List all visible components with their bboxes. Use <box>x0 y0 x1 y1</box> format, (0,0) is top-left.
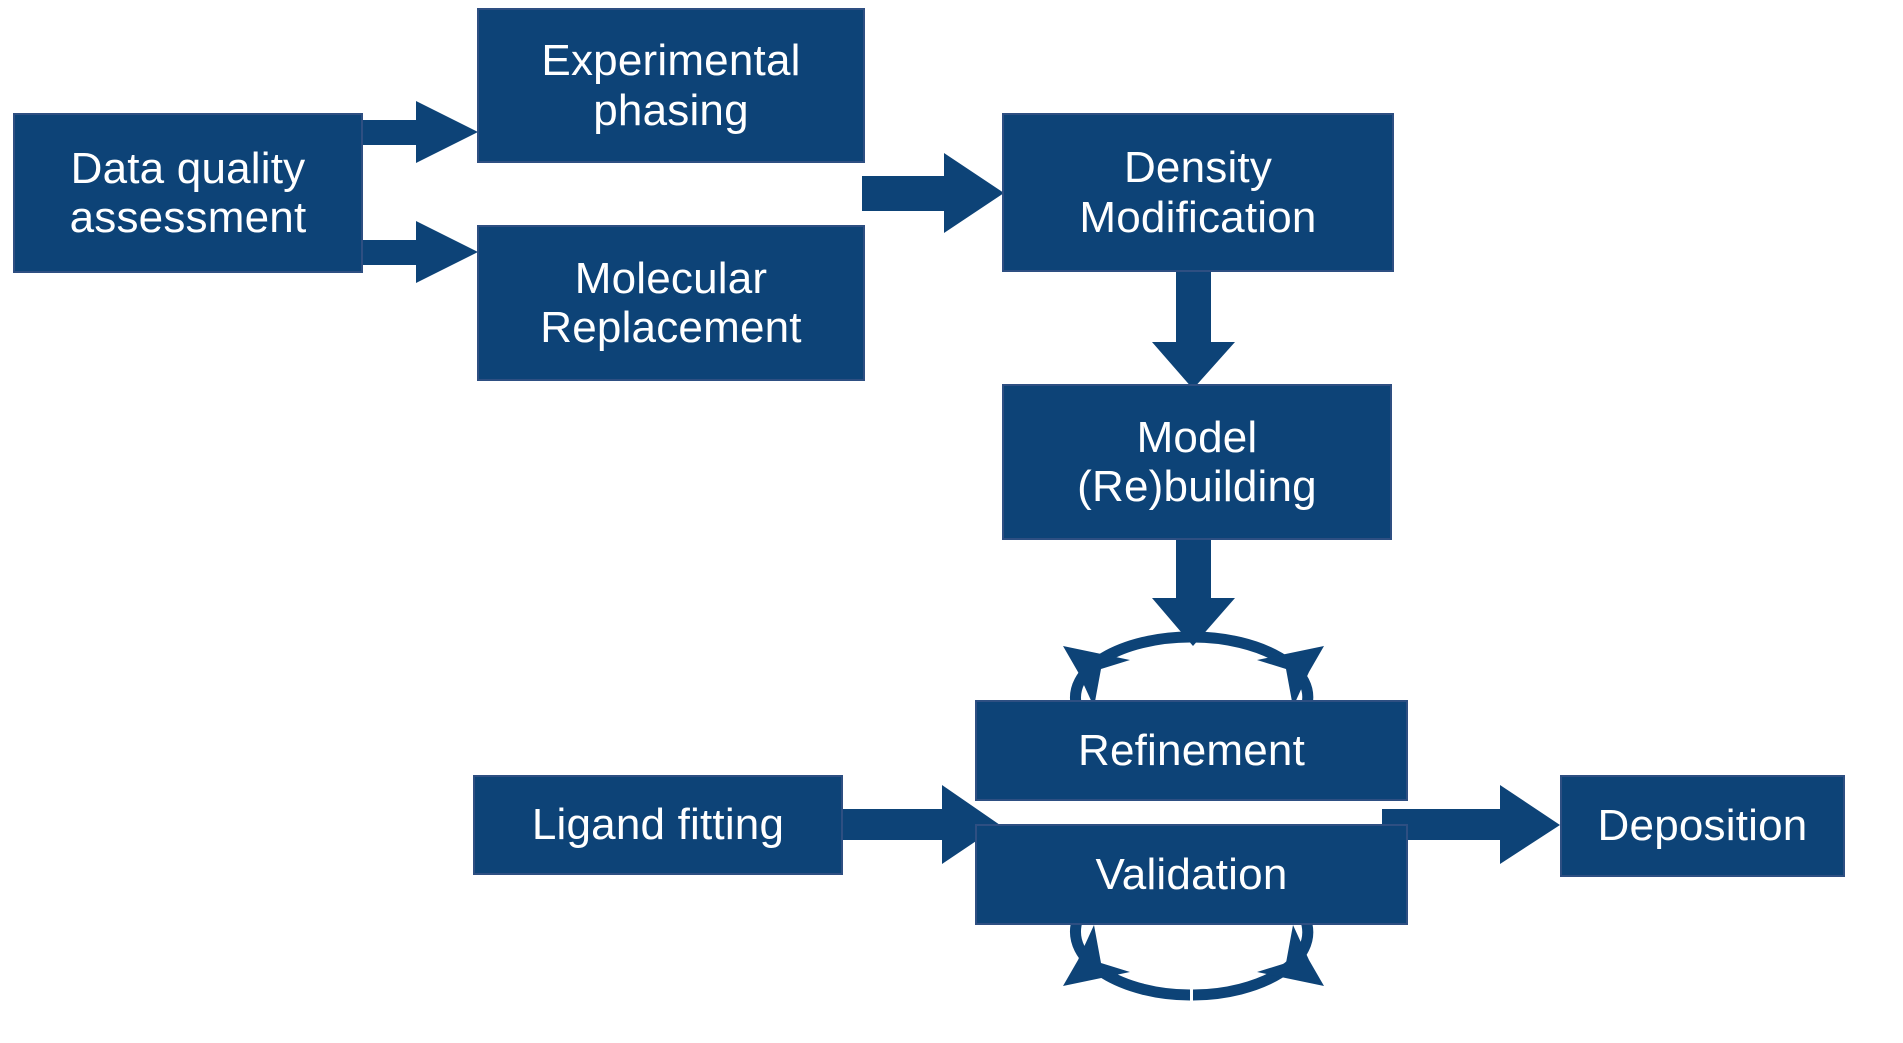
cycle-arrowhead-bottom-left <box>1063 925 1130 986</box>
arrow-ligand-fitting-to-refinement <box>840 785 1000 864</box>
arrow-model-rebuilding-to-refinement <box>1152 537 1235 646</box>
node-deposition[interactable]: Deposition <box>1560 775 1845 877</box>
cycle-arrowhead-top-right <box>1257 646 1324 707</box>
cycle-arrowhead-top-left <box>1063 646 1130 707</box>
arrow-dqa-to-molecular-replacement <box>360 221 478 283</box>
node-ligand-fitting[interactable]: Ligand fitting <box>473 775 843 875</box>
arrow-validation-to-deposition <box>1382 785 1560 864</box>
arrow-dqa-to-experimental-phasing <box>360 101 478 163</box>
node-validation[interactable]: Validation <box>975 824 1408 925</box>
node-refinement[interactable]: Refinement <box>975 700 1408 801</box>
node-molecular-replacement[interactable]: Molecular Replacement <box>477 225 865 381</box>
node-density-modification[interactable]: Density Modification <box>1002 113 1394 272</box>
node-experimental-phasing[interactable]: Experimental phasing <box>477 8 865 163</box>
node-model-rebuilding[interactable]: Model (Re)building <box>1002 384 1392 540</box>
node-data-quality-assessment[interactable]: Data quality assessment <box>13 113 363 273</box>
arrow-density-modification-to-model-rebuilding <box>1152 270 1235 389</box>
cycle-arrowhead-bottom-right <box>1257 925 1324 986</box>
arrow-phasing-to-density-modification <box>862 153 1004 233</box>
